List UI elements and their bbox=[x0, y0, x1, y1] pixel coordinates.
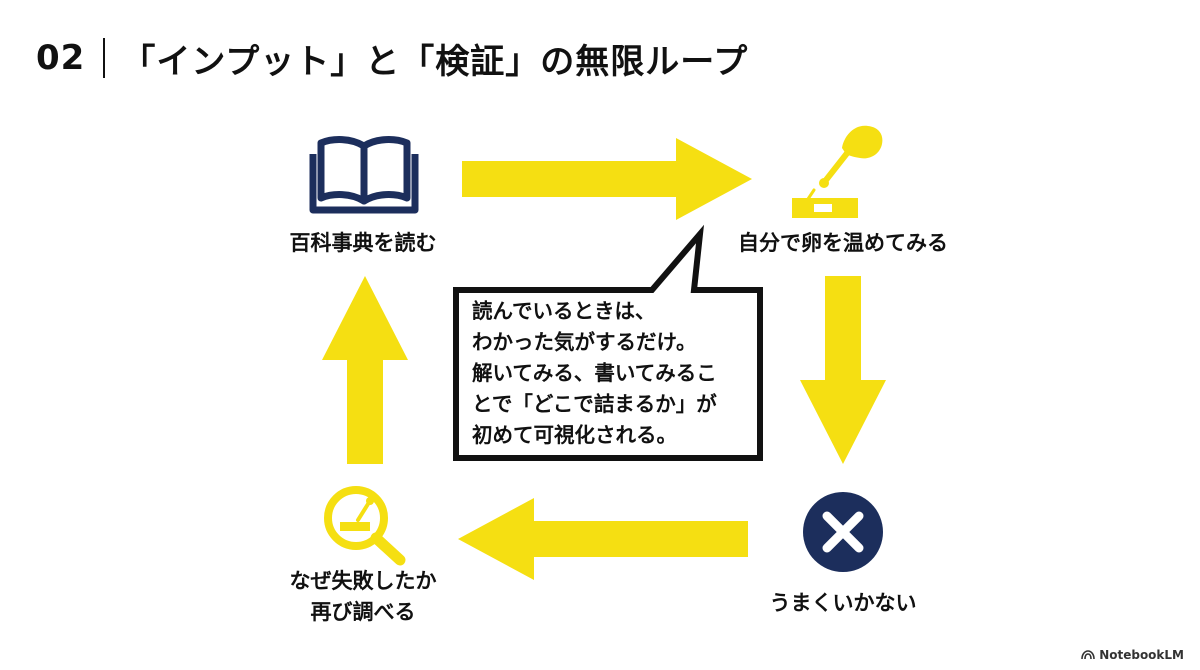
bubble-line: わかった気がするだけ。 bbox=[472, 330, 697, 354]
node-label-line-1: なぜ失敗したか bbox=[289, 569, 437, 593]
bubble-line: とで「どこで詰まるか」が bbox=[472, 392, 717, 416]
node-label-research-again: なぜ失敗したか 再び調べる bbox=[268, 566, 458, 628]
brand-label: NotebookLM bbox=[1099, 648, 1184, 662]
bubble-line: 初めて可視化される。 bbox=[472, 423, 677, 447]
node-label-line-2: 再び調べる bbox=[310, 600, 416, 624]
node-label-fails: うまくいかない bbox=[769, 591, 917, 615]
open-book-icon bbox=[309, 136, 419, 214]
section-number: 02 bbox=[36, 38, 86, 78]
header-divider bbox=[103, 38, 106, 78]
slide-title: 「インプット」と「検証」の無限ループ bbox=[121, 41, 749, 82]
slide-header: 02 「インプット」と「検証」の無限ループ bbox=[36, 28, 748, 88]
bubble-text: 読んでいるときは、 わかった気がするだけ。 解いてみる、書いてみるこ とで「どこ… bbox=[472, 296, 768, 451]
node-label-read-encyclopedia: 百科事典を読む bbox=[289, 231, 437, 255]
bubble-line: 読んでいるときは、 bbox=[472, 299, 656, 323]
arrow-right bbox=[462, 138, 752, 220]
arrow-down bbox=[800, 276, 886, 464]
x-circle-icon bbox=[803, 492, 883, 572]
bubble-line: 解いてみる、書いてみるこ bbox=[472, 361, 717, 385]
arrow-up bbox=[322, 276, 408, 464]
notebooklm-logo-icon bbox=[1081, 650, 1095, 660]
speech-bubble: 読んでいるときは、 わかった気がするだけ。 解いてみる、書いてみるこ とで「どこ… bbox=[442, 222, 772, 468]
node-label-warm-egg: 自分で卵を温めてみる bbox=[738, 231, 948, 255]
brand-watermark: NotebookLM bbox=[1081, 648, 1184, 662]
arrow-left bbox=[458, 498, 748, 580]
magnifier-icon bbox=[324, 486, 406, 566]
hand-tool-egg-icon bbox=[792, 125, 883, 218]
